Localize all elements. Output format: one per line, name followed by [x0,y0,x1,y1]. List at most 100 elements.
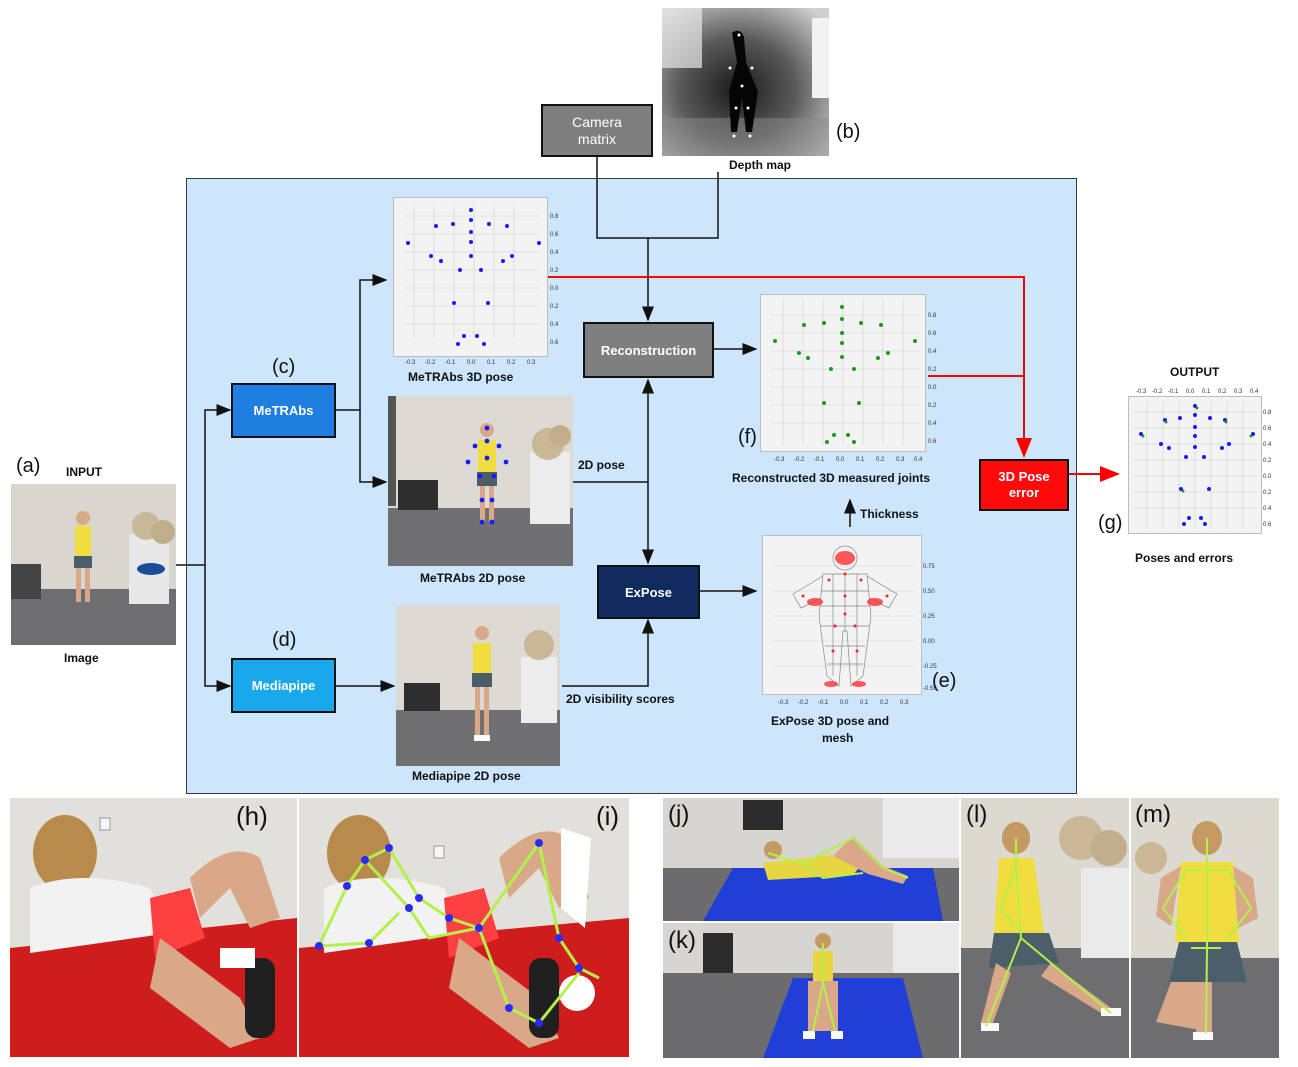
tag-i: (i) [596,801,620,831]
tag-c: (c) [272,356,296,378]
svg-text:0.1: 0.1 [487,360,496,366]
svg-text:-0.2: -0.2 [1152,389,1163,395]
svg-text:0.3: 0.3 [527,360,536,366]
mediapipe-2d-label: Mediapipe 2D pose [412,769,521,783]
svg-text:0.8: 0.8 [550,214,559,220]
depth-map-label: Depth map [729,158,792,172]
reconstructed-label: Reconstructed 3D measured joints [732,471,931,485]
metrabs-3d-svg [404,203,541,346]
tag-l: (l) [966,801,988,828]
svg-text:0.2: 0.2 [1263,490,1272,496]
svg-text:0.8: 0.8 [928,313,937,319]
svg-text:0.2: 0.2 [1218,389,1227,395]
mediapipe-box: Mediapipe [231,658,336,713]
svg-text:0.1: 0.1 [856,457,865,463]
reconstruction-box: Reconstruction [583,322,714,378]
edge-metrabs-3d [336,274,388,411]
svg-text:0.0: 0.0 [840,700,849,706]
metrabs-label: MeTRAbs [253,403,314,418]
tag-j: (j) [668,801,690,828]
svg-text:0.2: 0.2 [928,367,937,373]
camera-matrix-box: Camera matrix [541,104,653,157]
metrabs-3d-yticks: 0.8 0.6 0.4 0.2 0.0 0.2 0.4 0.6 [550,214,559,346]
svg-text:0.1: 0.1 [860,700,869,706]
svg-text:0.2: 0.2 [550,268,559,274]
svg-text:-0.1: -0.1 [814,457,825,463]
expose-yticks: 0.75 0.50 0.25 0.00 -0.25 -0.50 [923,564,937,692]
svg-text:-0.3: -0.3 [774,457,785,463]
expose-box: ExPose [597,565,700,619]
edge-error-metrabs [548,276,1032,458]
svg-text:0.0: 0.0 [836,457,845,463]
tag-f: (f) [738,426,757,448]
expose-points [801,572,889,653]
expose-label: ExPose [625,584,672,600]
visibility-label: 2D visibility scores [566,692,675,706]
svg-text:0.4: 0.4 [928,349,937,355]
svg-text:0.6: 0.6 [550,232,559,238]
svg-text:0.75: 0.75 [923,564,935,570]
camera-matrix-label: Camera matrix [572,113,622,147]
svg-text:-0.2: -0.2 [425,360,436,366]
edge-input-trunk [176,404,232,566]
svg-text:-0.3: -0.3 [405,360,416,366]
expose-3d-label: ExPose 3D pose and [771,714,890,728]
output-points-green [1141,406,1253,493]
reconstruction-label: Reconstruction [600,342,697,358]
output-yticks: 0.8 0.6 0.4 0.2 0.0 0.2 0.4 0.6 [1263,410,1272,528]
reconstructed-3d-yticks: 0.8 0.6 0.4 0.2 0.0 0.2 0.4 0.6 [928,313,937,445]
svg-text:0.4: 0.4 [1263,506,1272,512]
metrabs-3d-label: MeTRAbs 3D pose [408,370,514,384]
svg-text:0.4: 0.4 [928,421,937,427]
tag-d: (d) [272,629,297,651]
output-label: OUTPUT [1170,365,1220,379]
thickness-label: Thickness [860,507,919,521]
svg-text:-0.1: -0.1 [445,360,456,366]
photo-h [10,798,297,1057]
tag-k: (k) [668,927,696,954]
svg-text:0.4: 0.4 [550,250,559,256]
svg-text:0.2: 0.2 [550,304,559,310]
svg-text:0.2: 0.2 [507,360,516,366]
tag-e: (e) [932,670,957,692]
expose-mesh-plot [762,535,922,695]
svg-text:-0.25: -0.25 [923,664,937,670]
svg-text:-0.1: -0.1 [818,700,829,706]
tag-h: (h) [236,801,268,831]
svg-text:0.6: 0.6 [928,439,937,445]
photo-j [663,798,959,921]
edge-metrabs-2d [359,410,388,488]
output-points-blue [1139,404,1255,526]
svg-text:0.25: 0.25 [923,614,935,620]
svg-text:0.1: 0.1 [1202,389,1211,395]
reconstructed-3d-xticks: -0.3 -0.2 -0.1 0.0 0.1 0.2 0.3 0.4 [774,457,923,463]
svg-text:0.6: 0.6 [928,331,937,337]
reconstructed-3d-plot [760,294,926,452]
metrabs-3d-points [406,208,541,346]
svg-text:0.4: 0.4 [914,457,923,463]
poses-errors-label: Poses and errors [1135,551,1234,565]
svg-text:0.0: 0.0 [1263,474,1272,480]
svg-text:0.2: 0.2 [880,700,889,706]
svg-text:-0.50: -0.50 [923,686,937,692]
output-3d-svg [1135,401,1257,529]
pose-2d-label: 2D pose [578,458,625,472]
expose-mesh-svg [771,545,915,687]
edge-input-mediapipe [204,565,232,692]
mediapipe-label: Mediapipe [251,678,316,693]
metrabs-box: MeTRAbs [231,383,336,438]
tag-a: (a) [16,455,41,477]
svg-text:0.3: 0.3 [1234,389,1243,395]
svg-text:0.0: 0.0 [1186,389,1195,395]
svg-text:0.00: 0.00 [923,639,935,645]
svg-text:0.0: 0.0 [928,385,937,391]
photo-m [1131,798,1279,1058]
svg-text:0.3: 0.3 [900,700,909,706]
input-label: INPUT [66,465,102,479]
svg-text:0.2: 0.2 [928,403,937,409]
depth-map-image [662,8,829,156]
edge-visibility [562,618,654,687]
metrabs-3d-xticks: -0.3 -0.2 -0.1 0.0 0.1 0.2 0.3 [405,360,536,366]
svg-text:-0.3: -0.3 [1136,389,1147,395]
pose-error-label: 3D Pose error [998,469,1050,500]
